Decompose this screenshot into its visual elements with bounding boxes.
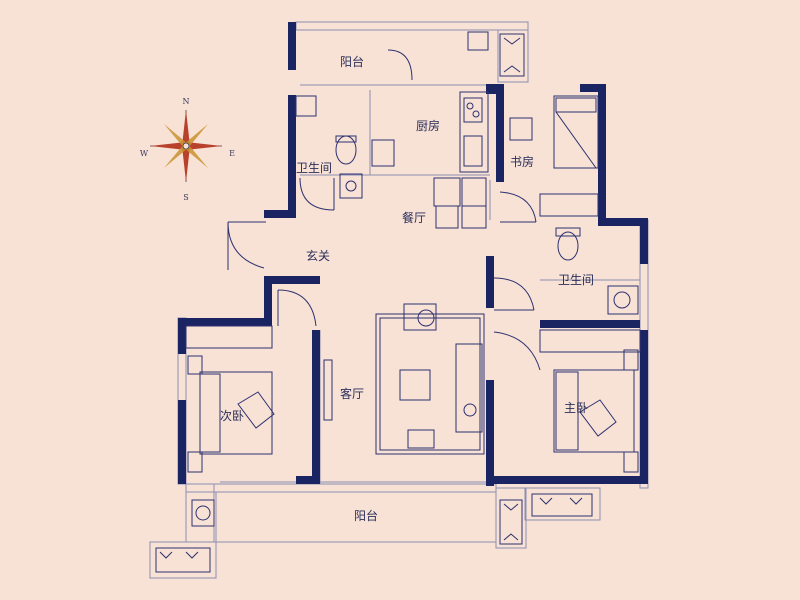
room-labels: 阳台 厨房 卫生间 书房 餐厅 玄关 卫生间 客厅 次卧 主卧 阳台 xyxy=(220,54,594,523)
label-second-bedroom: 次卧 xyxy=(220,409,244,423)
compass-e: E xyxy=(229,149,235,158)
window-bottom-left xyxy=(155,547,211,573)
thin-outlines xyxy=(149,21,649,579)
furniture xyxy=(155,31,641,573)
compass-s: S xyxy=(183,193,188,202)
label-kitchen: 厨房 xyxy=(416,118,440,133)
compass-rose: N S E W xyxy=(140,97,235,202)
compass-n: N xyxy=(183,97,190,106)
label-balcony-bottom: 阳台 xyxy=(354,508,378,523)
compass-w: W xyxy=(140,149,149,158)
label-master-bedroom: 主卧 xyxy=(564,401,588,415)
walls xyxy=(178,22,648,486)
label-bathroom-right: 卫生间 xyxy=(558,273,594,287)
label-living-room: 客厅 xyxy=(340,386,364,401)
window-right-lower xyxy=(499,499,523,545)
doors xyxy=(227,49,541,371)
label-balcony-top: 阳台 xyxy=(340,54,364,69)
label-dining: 餐厅 xyxy=(402,210,426,225)
window-top-right xyxy=(499,33,525,77)
label-study: 书房 xyxy=(510,154,534,169)
label-bathroom-left: 卫生间 xyxy=(296,161,332,175)
window-master-bottom xyxy=(531,493,593,517)
label-foyer: 玄关 xyxy=(306,248,330,263)
